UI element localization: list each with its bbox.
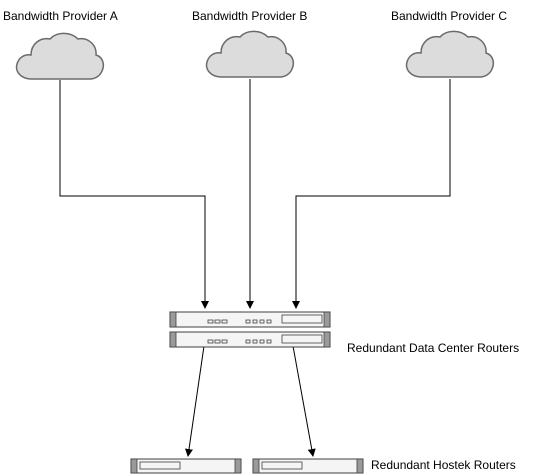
cloud-icon xyxy=(15,32,105,80)
data-center-routers-label: Redundant Data Center Routers xyxy=(347,341,520,355)
provider-a-label: Bandwidth Provider A xyxy=(3,9,118,23)
connector-to-hostek-right xyxy=(292,345,316,457)
hostek-routers-label: Redundant Hostek Routers xyxy=(371,458,516,472)
router-icon xyxy=(130,458,242,474)
connector-provider-a xyxy=(59,80,209,309)
router-icon xyxy=(252,458,364,474)
cloud-icon xyxy=(405,30,495,78)
provider-c-label: Bandwidth Provider C xyxy=(391,9,508,23)
cloud-icon xyxy=(205,30,295,78)
router-icon xyxy=(169,311,331,328)
connector-provider-c xyxy=(292,79,451,309)
connector-to-hostek-left xyxy=(185,345,205,457)
router-icon xyxy=(169,331,331,348)
provider-b-label: Bandwidth Provider B xyxy=(192,9,308,23)
